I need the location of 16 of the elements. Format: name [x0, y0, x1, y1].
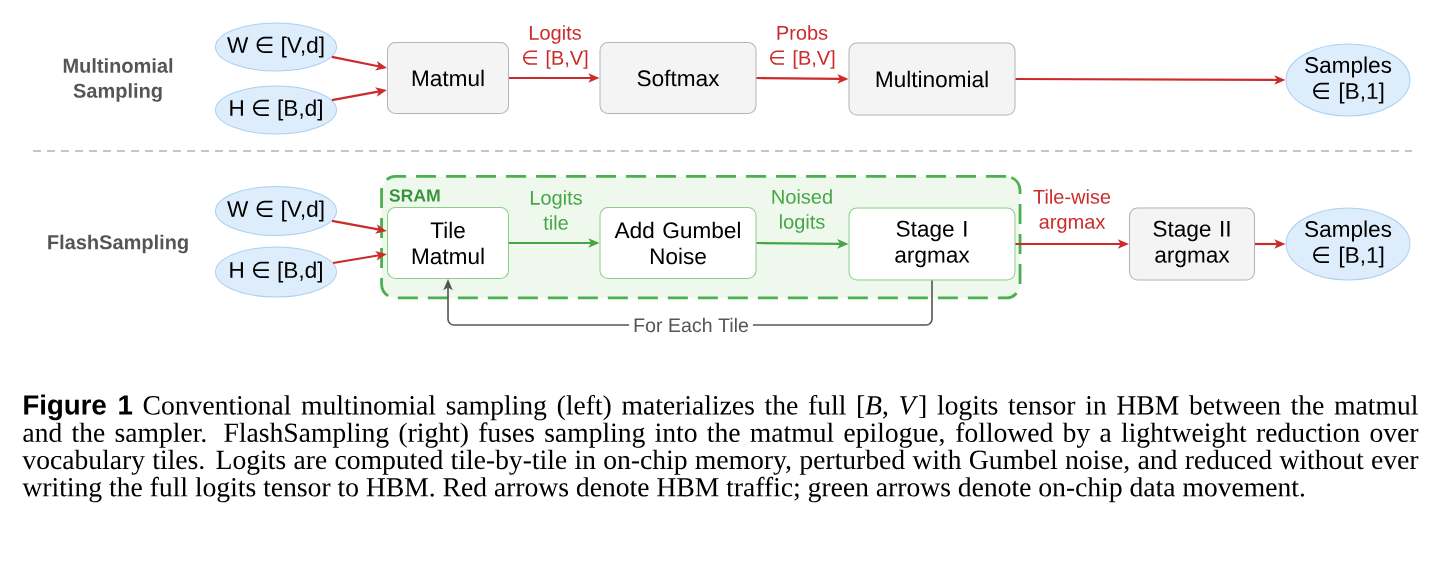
row-label: Multinomial Sampling: [63, 58, 173, 102]
process-box: Matmul: [387, 42, 509, 114]
caption: Figure 1 Conventional multinomial sampling (left) materializes the full [B, V] logits tensor in HBM between the matmul and the sampler. FlashSampling (right) fuses sampling into the matmul epilogue, followed by a lightweight reduction over vocabulary tiles. Logits are computed tile-by-tile in on-chip memory, perturbed with Gumbel noise, and reduced without ever writing the full logits tensor to HBM. Red arrows denote HBM traffic; green arrows denote on-chip data movement.: [22, 394, 1419, 503]
process-box: Add Gumbel Noise: [599, 207, 757, 279]
process-box: Multinomial: [848, 42, 1016, 116]
edge-label: Tile-wise argmax: [1033, 189, 1111, 233]
process-box: Softmax: [599, 42, 757, 114]
process-box: Stage I argmax: [848, 207, 1016, 281]
edge-label: Noised logits: [772, 189, 832, 233]
process-box: Tile Matmul: [387, 207, 509, 279]
edge-label: Logits ∈ [B,V]: [523, 25, 588, 69]
edge-label: Probs ∈ [B,V]: [770, 25, 835, 69]
edge-label: Logits tile: [530, 190, 582, 230]
edge-label: For Each Tile: [629, 313, 753, 337]
row-label: FlashSampling: [48, 234, 188, 254]
process-box: Stage II argmax: [1129, 207, 1255, 281]
